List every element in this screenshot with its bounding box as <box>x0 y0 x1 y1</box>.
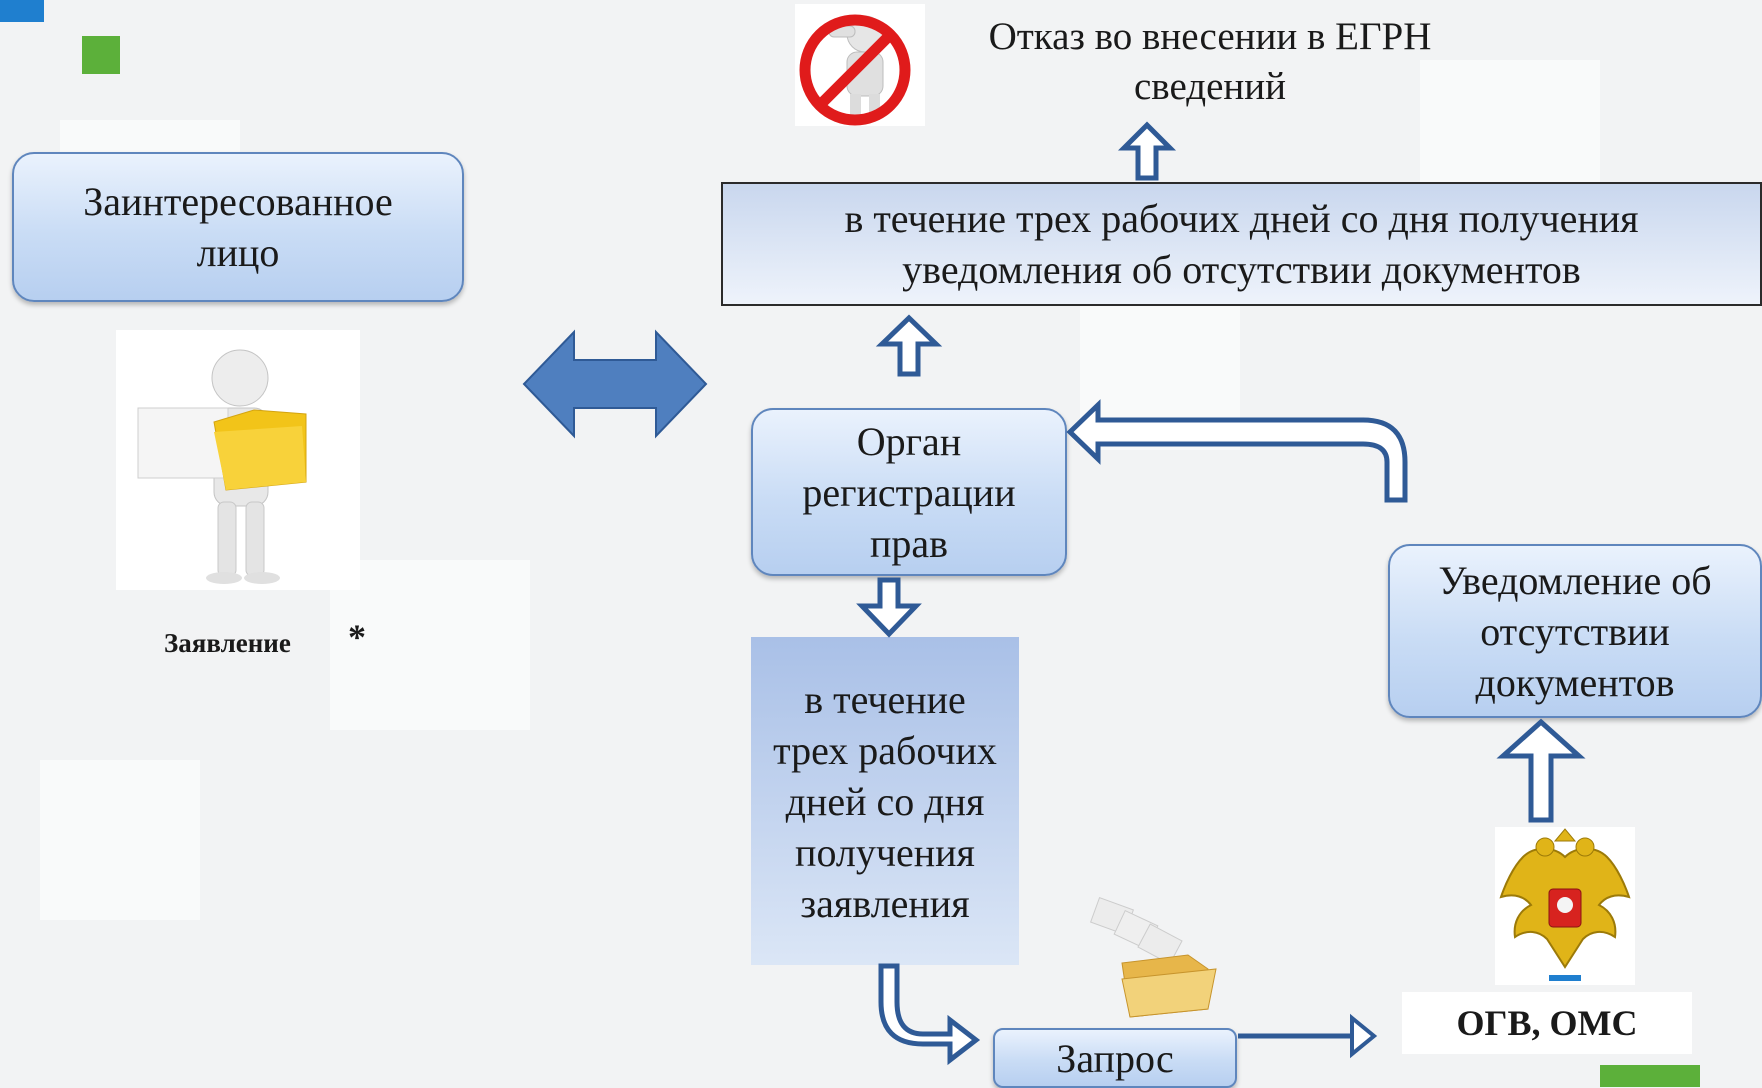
notification-box: Уведомление об отсутствии документов <box>1388 544 1762 718</box>
asterisk-note: * <box>348 617 366 657</box>
open-folder-documents-icon <box>1088 893 1248 1021</box>
deadline-bottom-text: в течение трех рабочих дней со дня получ… <box>773 676 997 926</box>
request-box: Запрос <box>993 1028 1237 1088</box>
arrow-down-deadline <box>856 577 922 638</box>
background-tile <box>40 760 200 920</box>
registration-body-text: Орган регистрации прав <box>802 418 1016 566</box>
registration-body-box: Орган регистрации прав <box>751 408 1067 576</box>
arrow-to-request <box>878 963 981 1066</box>
arrow-return-registration <box>1066 399 1408 503</box>
notification-text: Уведомление об отсутствии документов <box>1438 557 1712 705</box>
request-text: Запрос <box>1056 1035 1174 1081</box>
corner-green-square <box>82 36 120 74</box>
deadline-top-text: в течение трех рабочих дней со дня получ… <box>844 196 1639 292</box>
person-with-folder-icon <box>116 330 360 590</box>
application-label: Заявление <box>164 628 291 658</box>
arrow-to-authorities-head <box>1350 1013 1378 1059</box>
deadline-bottom-box: в течение трех рабочих дней со дня получ… <box>751 637 1019 965</box>
background-tile <box>1420 60 1600 200</box>
authorities-label-box: ОГВ, ОМС <box>1402 992 1692 1054</box>
no-entry-figure-icon <box>795 4 925 126</box>
arrow-up-deadline <box>875 314 943 377</box>
applicant-text: Заинтересованное лицо <box>83 179 393 275</box>
corner-blue-square <box>0 0 44 22</box>
arrow-up-notification <box>1496 718 1586 823</box>
double-arrow-shape <box>522 329 708 439</box>
deadline-top-box: в течение трех рабочих дней со дня получ… <box>721 182 1762 306</box>
applicant-box: Заинтересованное лицо <box>12 152 464 302</box>
refusal-label: Отказ во внесении в ЕГРН сведений <box>930 10 1490 114</box>
arrow-up-refusal <box>1117 121 1177 181</box>
refusal-label-text: Отказ во внесении в ЕГРН сведений <box>988 15 1432 108</box>
authorities-label-text: ОГВ, ОМС <box>1456 1003 1638 1043</box>
russian-coat-of-arms-icon <box>1495 827 1635 985</box>
background-tile <box>330 560 530 730</box>
corner-green-bar <box>1600 1065 1700 1087</box>
